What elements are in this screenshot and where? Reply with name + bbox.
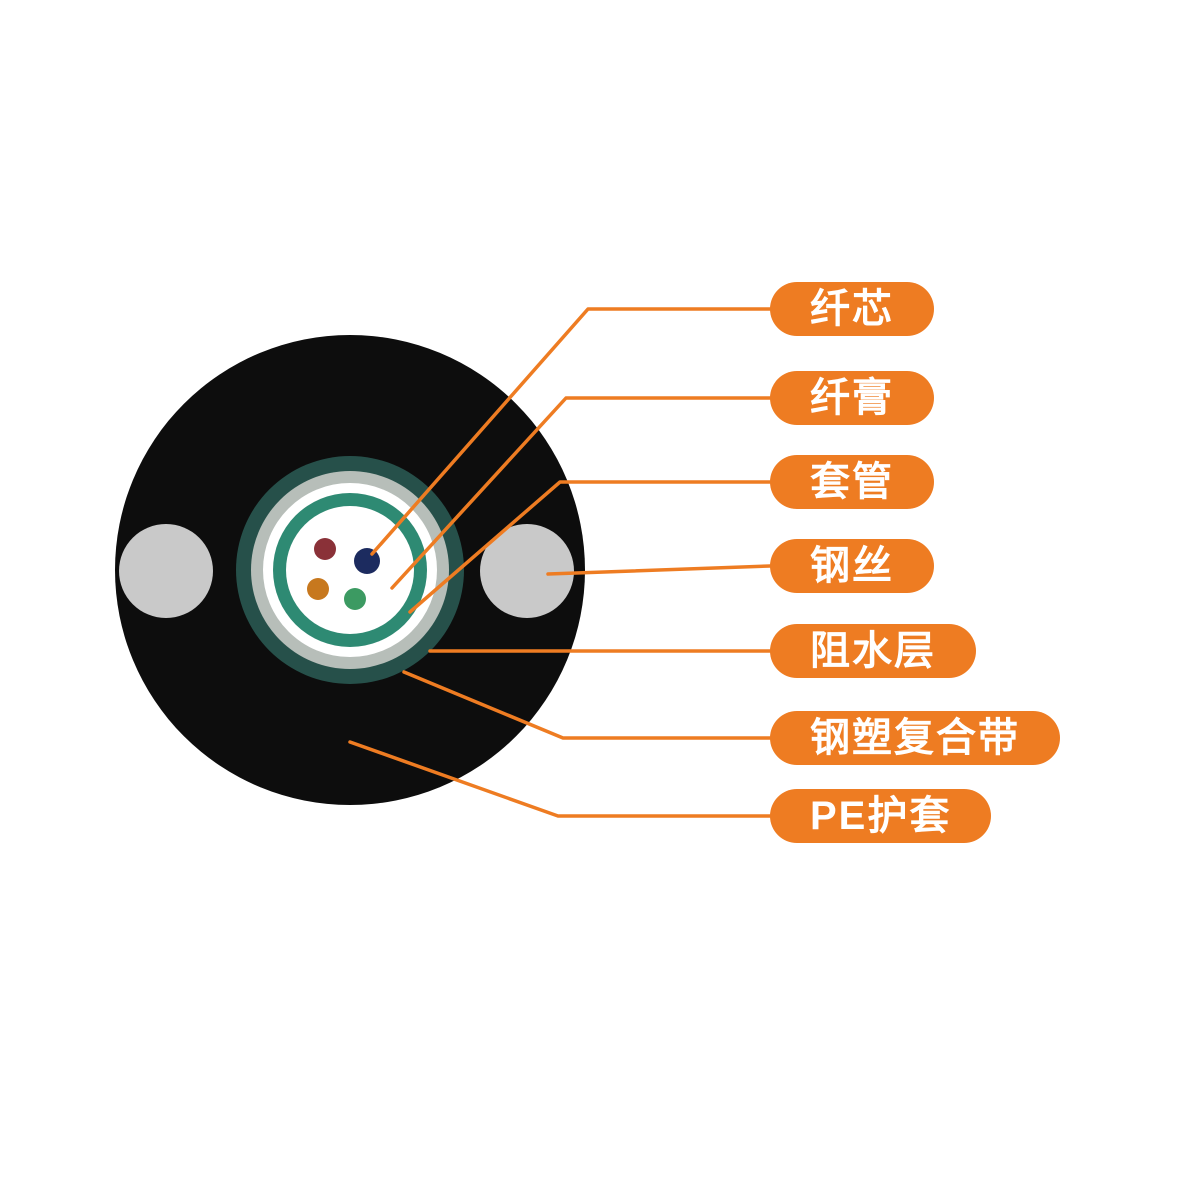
label-pill-pe-sheath: PE护套 [770,789,992,843]
leader-line-fiber-gel [390,396,772,590]
label-pill-fiber-core: 纤芯 [770,282,934,336]
label-pill-fiber-gel: 纤膏 [770,371,934,425]
leader-line-pe-sheath [348,740,772,818]
steel-wire-left-circle [119,524,213,618]
fiber-core-red-dot [314,538,336,560]
label-pill-steel-plastic-composite-tape: 钢塑复合带 [770,711,1060,765]
label-pill-steel-wire: 钢丝 [770,539,934,593]
fiber-core-orange-dot [307,578,329,600]
leader-line-loose-tube [408,480,772,614]
label-pill-water-blocking-layer: 阻水层 [770,624,976,678]
gel-core-circle [286,506,414,634]
fiber-core-green-dot [344,588,366,610]
steel-wire-right-circle [480,524,574,618]
leader-line-steel-wire [546,564,772,576]
leader-line-fiber-core [370,307,772,556]
label-pill-loose-tube: 套管 [770,455,934,509]
leader-line-composite-tape [402,670,772,740]
